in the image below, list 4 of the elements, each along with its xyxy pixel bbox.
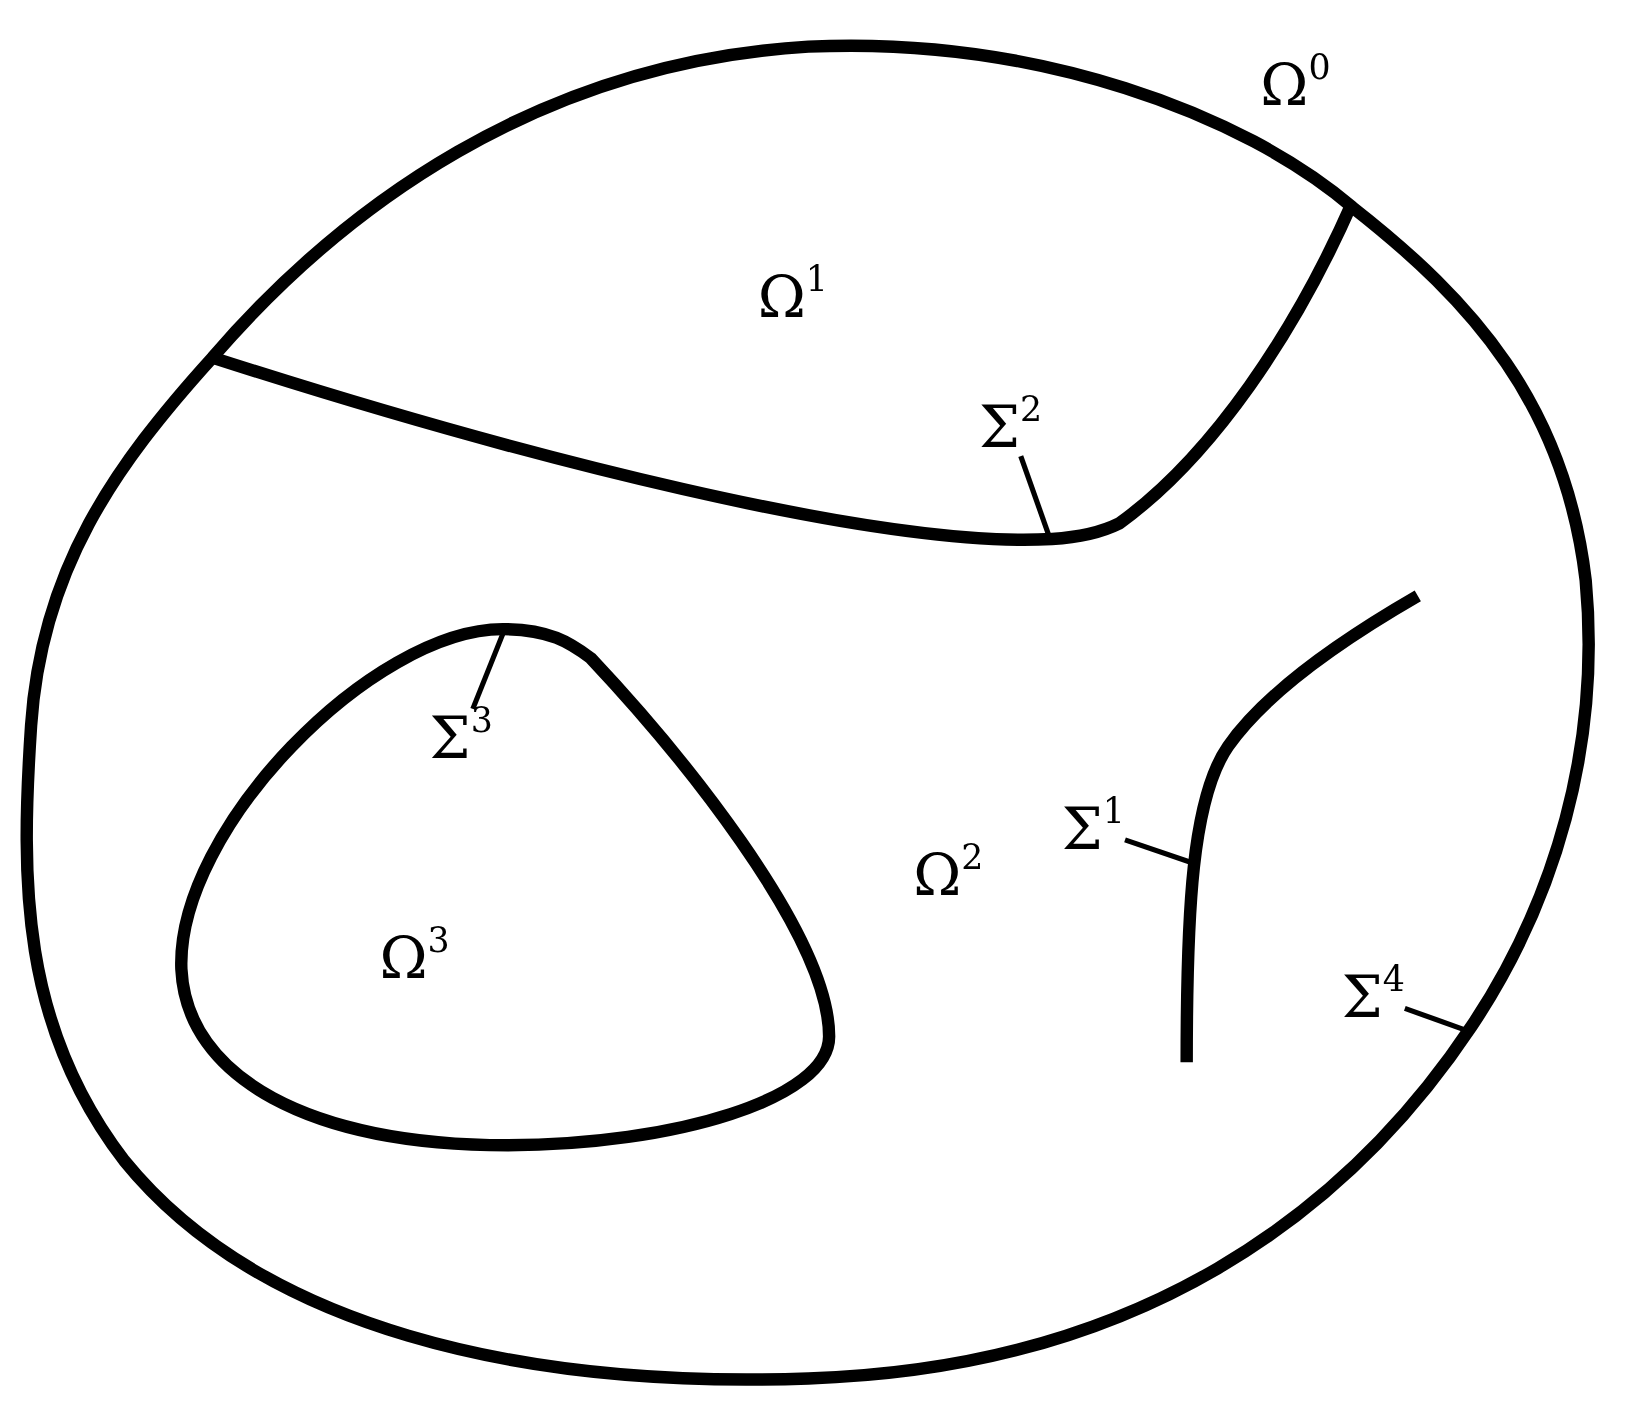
- boundary-curve: [20, 39, 1595, 1386]
- boundary-curve: [175, 622, 836, 1152]
- region-label: Ω$^{0}$: [1260, 55, 1331, 114]
- boundary-label: Σ$^{3}$: [429, 708, 493, 767]
